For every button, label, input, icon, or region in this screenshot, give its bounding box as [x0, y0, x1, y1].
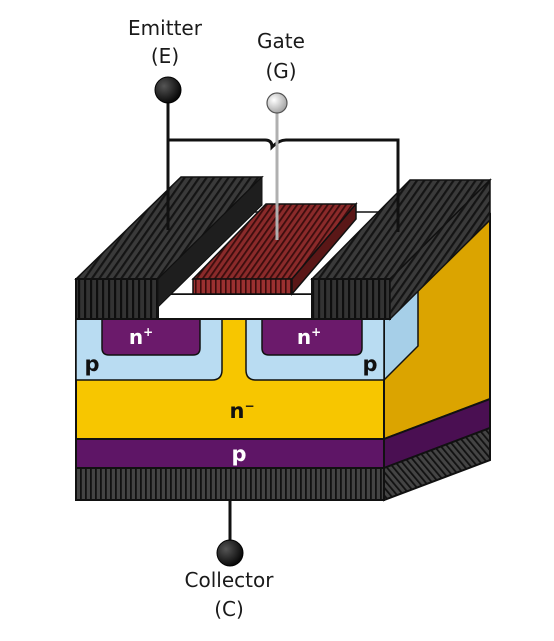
gate-symbol: (G)	[265, 59, 296, 83]
n-plus-left	[101, 318, 201, 356]
emitter-symbol: (E)	[151, 44, 179, 68]
n-plus-right-label: n+	[297, 325, 321, 349]
collector-terminal-icon	[216, 539, 244, 567]
collector-metal-layer	[75, 467, 385, 501]
gate-poly-side	[291, 201, 357, 297]
n-plus-right	[261, 318, 363, 356]
p-substrate-label: p	[231, 442, 246, 466]
n-minus-label: n−	[229, 399, 254, 423]
emitter-metal-left-front	[75, 278, 159, 320]
emitter-label: Emitter	[128, 16, 203, 40]
collector-label: Collector	[185, 568, 275, 592]
emitter-wire	[166, 92, 400, 232]
emitter-metal-right-side	[389, 178, 491, 321]
emitter-terminal-icon	[154, 76, 182, 104]
p-well-left-label: p	[84, 352, 99, 376]
p-substrate-layer	[75, 438, 385, 469]
gate-oxide-layer	[157, 293, 313, 320]
terminal-wiring	[166, 92, 400, 553]
device-side-face	[383, 212, 491, 502]
gate-terminal-icon	[266, 92, 288, 114]
p-well-right-label: p	[362, 352, 377, 376]
device-top-structure	[74, 175, 492, 321]
n-plus-left-label: n+	[129, 325, 153, 349]
emitter-metal-right-front	[311, 278, 391, 320]
gate-poly-front	[192, 278, 293, 295]
gate-label: Gate	[257, 29, 305, 53]
collector-symbol: (C)	[214, 597, 244, 621]
device-front-face	[75, 318, 385, 501]
emitter-metal-left-inner	[157, 175, 263, 309]
